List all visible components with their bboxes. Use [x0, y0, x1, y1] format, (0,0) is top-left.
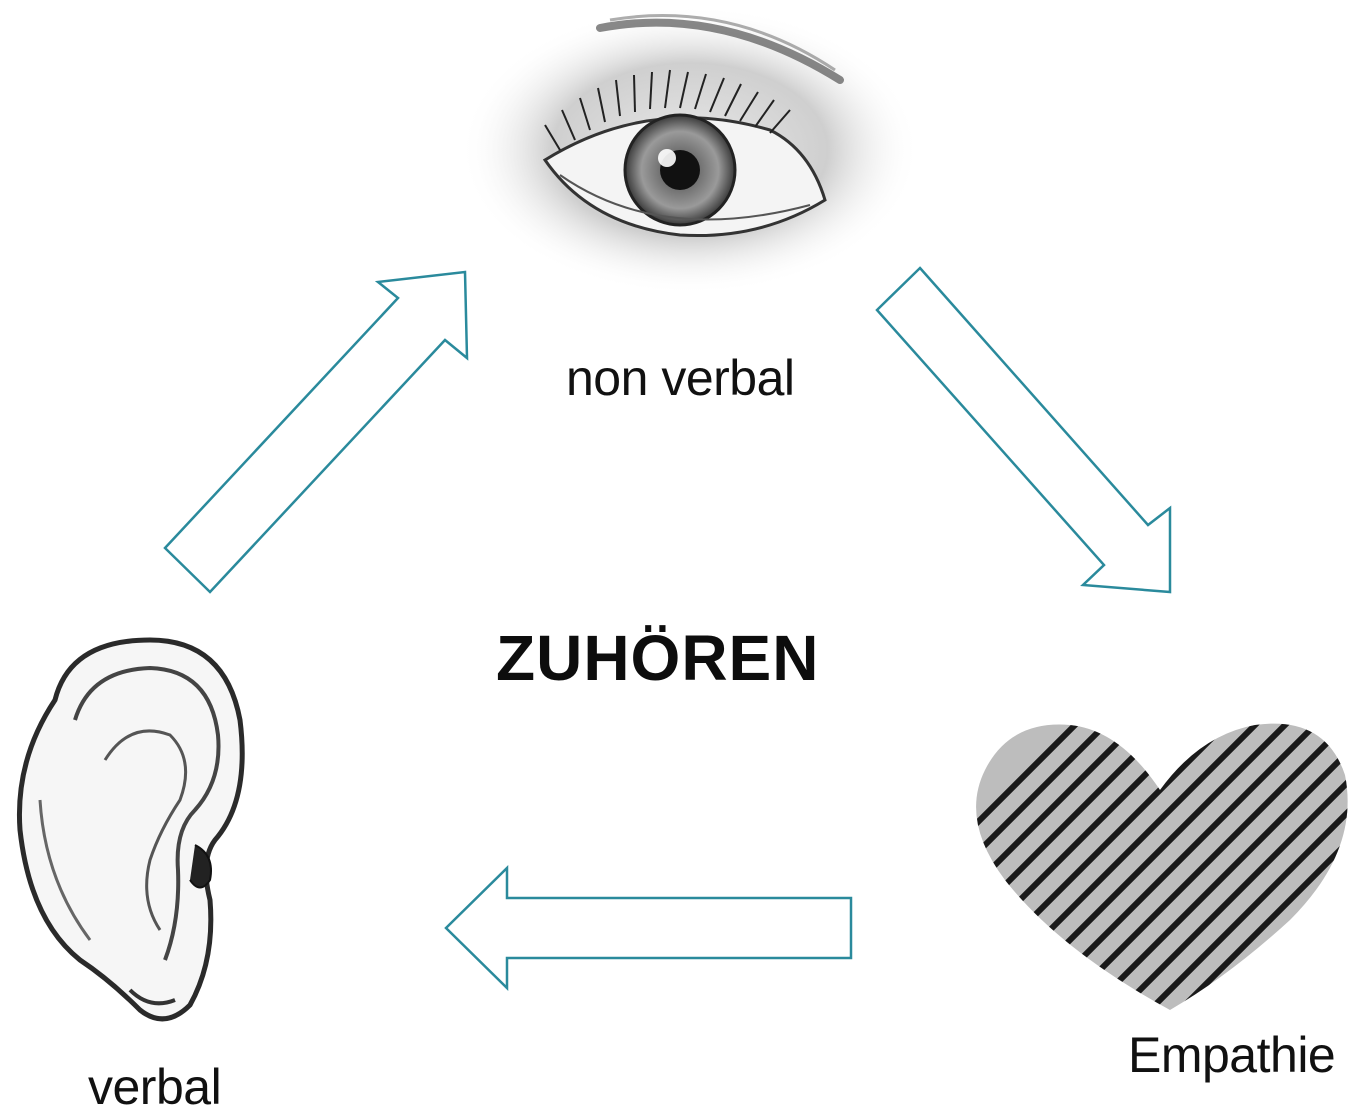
node-label-non-verbal: non verbal	[566, 353, 795, 403]
node-label-verbal: verbal	[88, 1062, 221, 1112]
arrow-eye-to-heart	[877, 268, 1170, 592]
node-label-empathie: Empathie	[1128, 1030, 1335, 1080]
diagram-title: ZUHÖREN	[496, 626, 819, 690]
arrow-heart-to-ear	[446, 868, 851, 988]
arrow-ear-to-eye	[165, 272, 467, 592]
